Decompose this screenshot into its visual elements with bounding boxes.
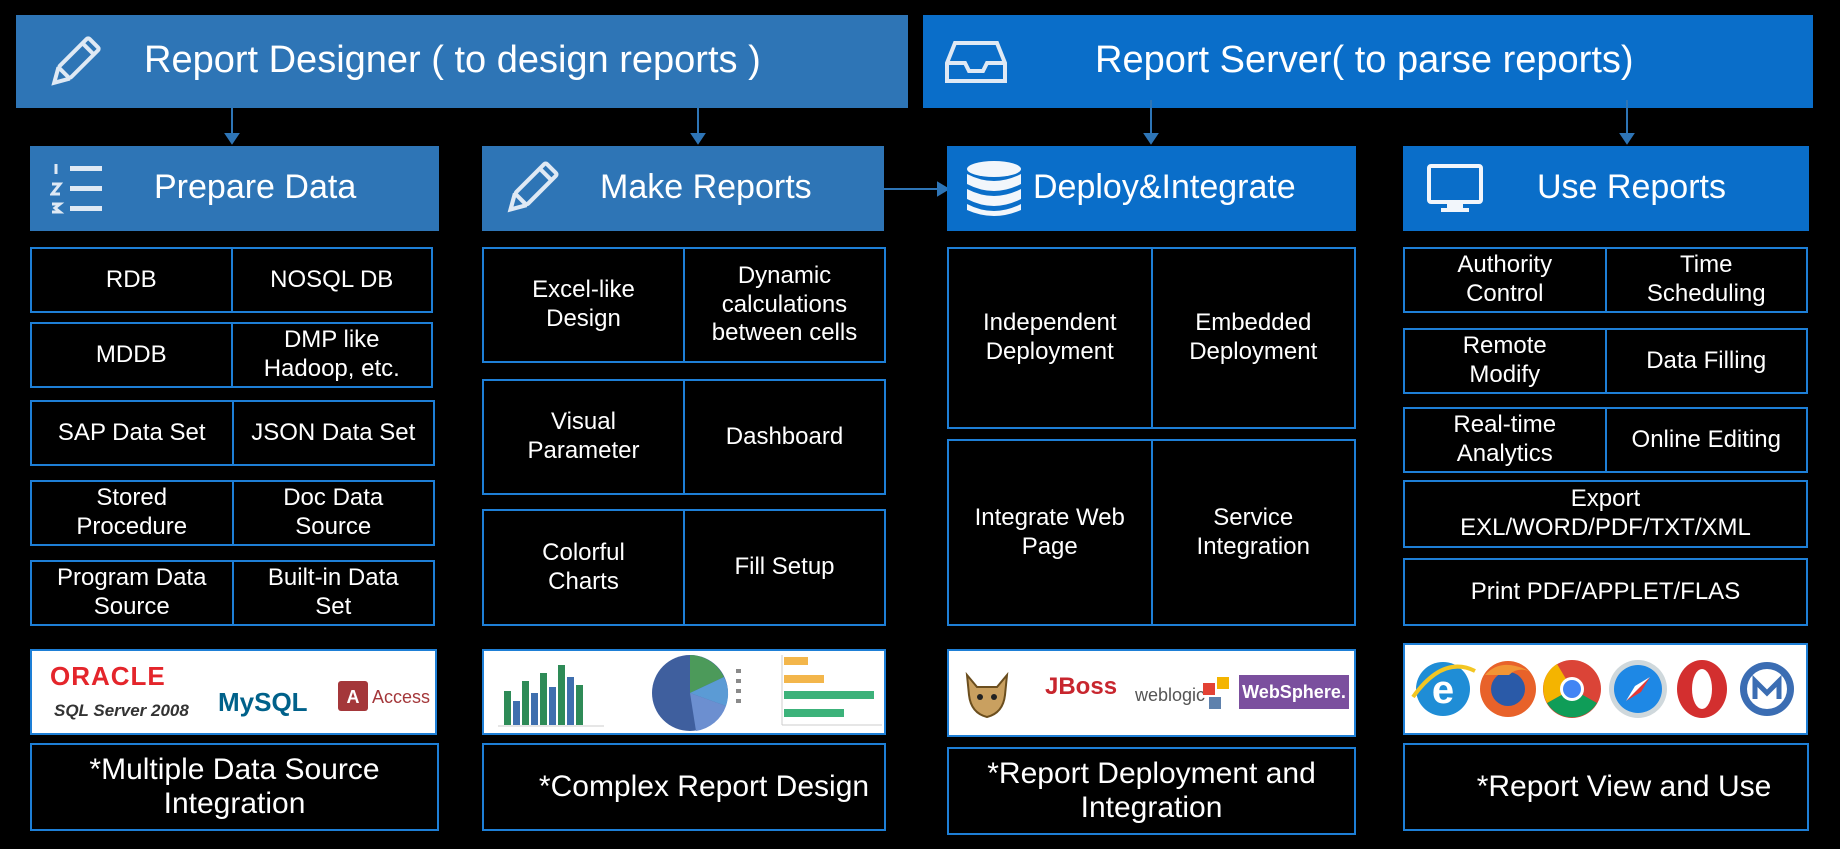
grid-cell: DMP like Hadoop, etc. [230, 324, 432, 386]
numbered-list-icon [50, 162, 104, 216]
prepare-data-row-1: RDB NOSQL DB [30, 247, 433, 313]
weblogic-logo: weblogic [1135, 685, 1206, 705]
grid-cell: Excel-like Design [532, 276, 635, 332]
make-reports-row-2: Visual Parameter Dashboard [482, 379, 886, 495]
deploy-integrate-summary: *Report Deployment and Integration [947, 747, 1356, 835]
prepare-data-row-5: Program Data Source Built-in Data Set [30, 560, 435, 626]
pencil-icon [500, 158, 562, 220]
grid-cell: Doc Data Source [231, 482, 434, 544]
grid-cell: Data Filling [1604, 330, 1807, 392]
grid-cell: Integrate Web Page [974, 503, 1125, 560]
report-server-title: Report Server( to parse reports) [1095, 39, 1634, 81]
connector-arrows [224, 100, 1635, 197]
monitor-icon [1427, 164, 1483, 214]
make-reports-row-3: Colorful Charts Fill Setup [482, 509, 886, 626]
report-designer-title: Report Designer ( to design reports ) [144, 39, 761, 81]
tomcat-icon [959, 665, 1015, 723]
grid-cell: Online Editing [1604, 409, 1807, 471]
grid-cell: JSON Data Set [231, 402, 434, 464]
prepare-data-header: Prepare Data [30, 146, 439, 231]
make-reports-row-1: Excel-like Design Dynamic calculations b… [482, 247, 886, 363]
grid-cell: Program Data Source [57, 564, 207, 620]
grid-cell: SAP Data Set [57, 418, 206, 446]
inbox-tray-icon [945, 39, 1007, 85]
deploy-integrate-header: Deploy&Integrate [947, 146, 1356, 231]
grid-cell: Colorful Charts [542, 538, 625, 595]
access-icon: A [338, 681, 368, 711]
grid-cell: Built-in Data Set [231, 562, 434, 624]
safari-icon [1609, 660, 1667, 718]
svg-text:e: e [1432, 668, 1454, 712]
grid-cell: Dynamic calculations between cells [683, 249, 884, 361]
make-reports-header: Make Reports [482, 146, 884, 231]
grid-cell: Embedded Deployment [1150, 249, 1355, 427]
use-reports-summary: *Report View and Use [1403, 743, 1809, 831]
use-reports-row-3: Real-time Analytics Online Editing [1403, 407, 1808, 473]
prepare-data-row-2: MDDB DMP like Hadoop, etc. [30, 322, 433, 388]
grid-cell: Independent Deployment [983, 309, 1117, 365]
report-chart-preview [482, 649, 886, 735]
grid-cell: Authority Control [1457, 251, 1553, 307]
maxthon-icon [1740, 662, 1794, 716]
grid-cell: Remote Modify [1462, 332, 1547, 388]
grid-cell: NOSQL DB [230, 249, 432, 311]
prepare-data-row-3: SAP Data Set JSON Data Set [30, 400, 435, 466]
grid-cell: Time Scheduling [1604, 249, 1807, 311]
chrome-icon [1543, 660, 1601, 718]
access-logo: Access [372, 687, 431, 707]
deploy-integrate-title: Deploy&Integrate [1033, 168, 1296, 206]
export-formats-row: Export EXL/WORD/PDF/TXT/XML [1403, 480, 1808, 548]
websphere-logo: WebSphere. [1239, 675, 1349, 709]
database-icon [965, 160, 1023, 218]
make-reports-summary: *Complex Report Design [482, 743, 886, 831]
make-reports-title: Make Reports [600, 168, 812, 206]
print-formats-row: Print PDF/APPLET/FLAS [1403, 558, 1808, 626]
deploy-integrate-row-1: Independent Deployment Embedded Deployme… [947, 247, 1356, 429]
deploy-integrate-row-2: Integrate Web Page Service Integration [947, 439, 1356, 626]
opera-icon [1677, 660, 1727, 718]
grid-cell: Dashboard [683, 381, 884, 493]
grid-cell: Visual Parameter [527, 408, 640, 464]
pencil-icon [44, 33, 104, 93]
database-logos: ORACLE SQL Server 2008 MySQL A Access [30, 649, 437, 735]
grid-cell: Stored Procedure [76, 484, 188, 540]
use-reports-title: Use Reports [1537, 168, 1726, 206]
firefox-icon [1480, 661, 1536, 717]
use-reports-row-2: Remote Modify Data Filling [1403, 328, 1808, 394]
use-reports-row-1: Authority Control Time Scheduling [1403, 247, 1808, 313]
grid-cell: Real-time Analytics [1453, 411, 1557, 467]
browser-logos: e [1403, 643, 1808, 735]
prepare-data-title: Prepare Data [154, 168, 357, 206]
use-reports-header: Use Reports [1403, 146, 1809, 231]
grid-cell: RDB [105, 265, 157, 293]
weblogic-cubes-icon [1203, 673, 1231, 713]
sql-server-logo: SQL Server 2008 [54, 701, 189, 720]
grid-cell: MDDB [95, 340, 167, 368]
ie-browser-icon: e [1411, 662, 1476, 716]
report-server-banner: Report Server( to parse reports) [923, 15, 1813, 108]
svg-text:A: A [347, 687, 360, 707]
chart-thumbnail-graphic [498, 655, 882, 731]
oracle-logo: ORACLE [50, 661, 166, 691]
server-logos: JBoss weblogic WebSphere. [947, 649, 1356, 737]
report-designer-banner: Report Designer ( to design reports ) [16, 15, 908, 108]
jboss-logo: JBoss [1045, 673, 1118, 700]
mysql-logo: MySQL [218, 687, 308, 717]
prepare-data-summary: *Multiple Data Source Integration [30, 743, 439, 831]
grid-cell: Fill Setup [683, 511, 884, 624]
prepare-data-row-4: Stored Procedure Doc Data Source [30, 480, 435, 546]
grid-cell: Service Integration [1150, 441, 1355, 624]
